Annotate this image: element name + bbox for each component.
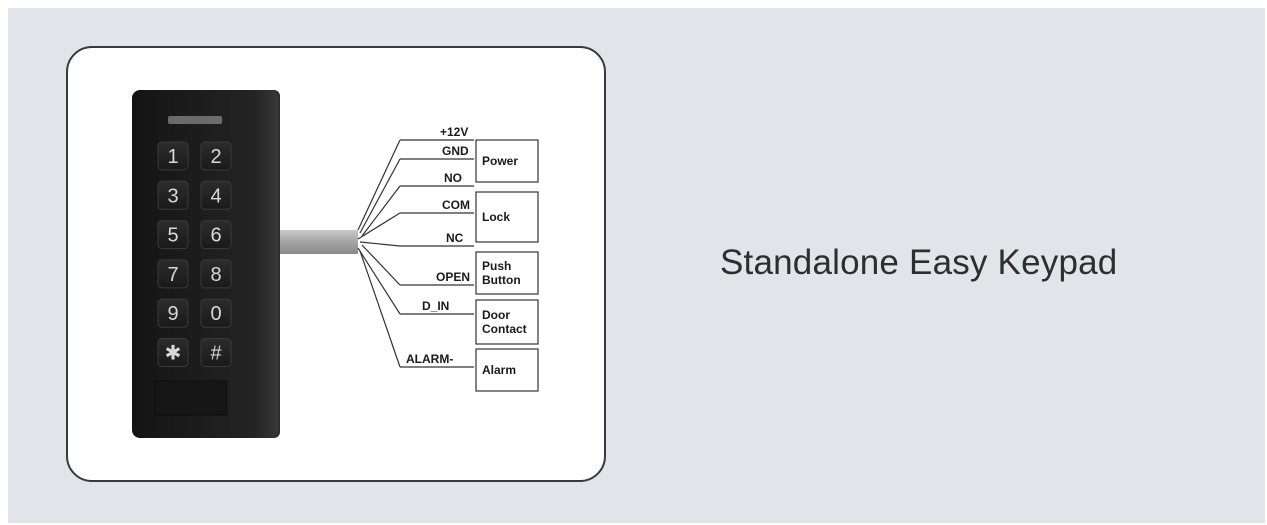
wire-label: OPEN (436, 270, 470, 284)
keypad-key: 9 (157, 298, 189, 328)
wire-label: NO (444, 171, 462, 185)
device-box-label: Push (482, 259, 511, 273)
wire-line (359, 250, 401, 368)
wire-fan (357, 139, 474, 368)
keypad-device: 1 2 3 4 5 6 7 8 9 0 ✱ # (132, 90, 280, 438)
card-reader-area (154, 380, 228, 416)
keypad-key: 2 (200, 141, 232, 171)
keypad-key-label: 7 (167, 264, 178, 286)
keypad-key-label: 5 (167, 225, 178, 247)
keypad-key-label: 0 (210, 303, 221, 325)
wire-line (361, 185, 401, 237)
device-box-label: Contact (482, 322, 527, 336)
keypad-key: 7 (157, 259, 189, 289)
keypad-key-label: 8 (210, 264, 221, 286)
keypad-key: 0 (200, 298, 232, 328)
wire-line (357, 139, 401, 231)
wire-line (359, 158, 401, 234)
device-box: Alarm (475, 348, 539, 392)
status-indicator (168, 116, 222, 124)
keypad-key-label: 2 (210, 146, 221, 168)
keypad-key-label: 9 (167, 303, 178, 325)
keypad-key: 3 (157, 180, 189, 210)
device-box-label: Button (482, 273, 521, 287)
wire-label: GND (442, 144, 469, 158)
wire-line (359, 241, 401, 247)
wire-label: COM (442, 198, 470, 212)
wire-label: D_IN (422, 299, 449, 313)
keypad-keys: 1 2 3 4 5 6 7 8 9 0 ✱ # (157, 141, 232, 367)
keypad-key-label: 1 (167, 146, 178, 168)
wire-line (361, 244, 401, 286)
device-box: Lock (475, 191, 539, 243)
device-box: Power (475, 139, 539, 183)
wire-label: +12V (440, 125, 468, 139)
page-title: Standalone Easy Keypad (720, 243, 1118, 282)
wire-label: NC (446, 231, 464, 245)
keypad-key: # (200, 338, 232, 367)
wire-labels: +12V GND NO COM NC OPEN D_IN ALARM- (406, 125, 470, 366)
keypad-key: ✱ (157, 338, 189, 367)
device-box-label: Lock (482, 210, 510, 224)
keypad-key: 8 (200, 259, 232, 289)
keypad-key-label: 3 (167, 185, 178, 207)
keypad-key: 1 (157, 141, 189, 171)
keypad-key-label: ✱ (165, 343, 182, 365)
device-box-label: Door (482, 308, 510, 322)
keypad-key-label: 6 (210, 225, 221, 247)
wire-label: ALARM- (406, 352, 453, 366)
keypad-key: 5 (157, 220, 189, 250)
keypad-key: 4 (200, 180, 232, 210)
wire-line (357, 212, 401, 240)
wire-line (357, 247, 401, 315)
cable (274, 230, 358, 254)
keypad-key-label: 4 (210, 185, 221, 207)
wiring-diagram: 1 2 3 4 5 6 7 8 9 0 ✱ # +12V GND NO COM NC OPEN D_IN ALARM… (132, 90, 539, 438)
device-box-label: Power (482, 154, 518, 168)
device-box-label: Alarm (482, 363, 516, 377)
keypad-key-label: # (210, 343, 222, 365)
keypad-key: 6 (200, 220, 232, 250)
